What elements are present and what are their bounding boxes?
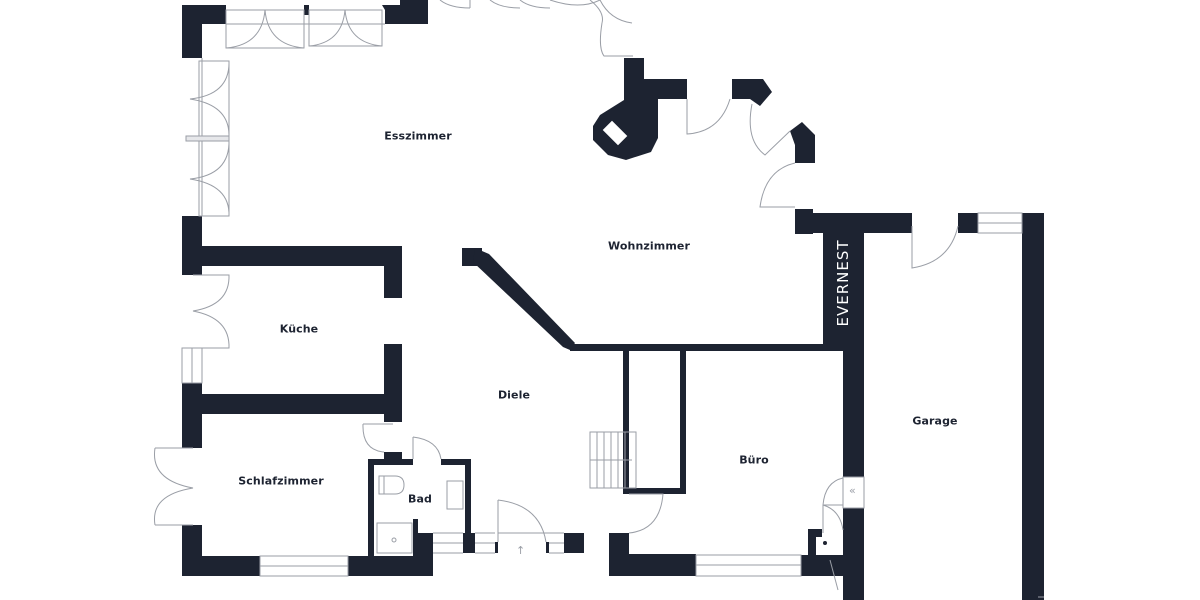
wall-bad-right — [465, 459, 471, 539]
room-label-buero: Büro — [739, 453, 769, 467]
wall-garage-top-right-post — [958, 213, 978, 233]
doors-windows — [153, 0, 1044, 598]
wall-bad-bottom-block — [413, 533, 433, 576]
wall-buero-bottom-right — [801, 529, 850, 576]
room-label-diele: Diele — [497, 388, 531, 402]
wall-esszimmer-kueche — [182, 246, 402, 266]
entrance-arrow-icon: ↑ — [516, 544, 526, 557]
wall-garage-left-upper — [843, 213, 864, 477]
wall-stair-bottom — [623, 488, 686, 494]
wall-garage-right — [1022, 213, 1044, 600]
wall-top-right-block — [400, 0, 428, 24]
wall-entrance-block — [564, 533, 584, 553]
wall-stair-left — [623, 351, 629, 494]
wall-kueche-right-upper — [384, 246, 402, 298]
wall-stair-right — [680, 351, 686, 494]
wall-bad-top-right — [441, 459, 471, 465]
wall-fireplace — [593, 58, 687, 160]
room-label-garage: Garage — [912, 414, 958, 428]
wall-bad-inner — [413, 519, 418, 539]
wall-bad-door-post — [463, 533, 475, 553]
garage-door-arrows-icon: « — [849, 484, 856, 497]
wall-bay-1 — [732, 79, 772, 106]
room-label-schlafzimmer: Schlafzimmer — [238, 474, 324, 488]
brand-watermark: EVERNEST — [834, 239, 852, 327]
wall-kueche-schlafzimmer — [182, 394, 402, 414]
wall-top-left-corner — [182, 5, 226, 58]
wall-buero-bottom-left — [609, 533, 696, 576]
wall-bad-top-post — [384, 452, 402, 465]
wall-left-upper — [182, 216, 202, 275]
lamp-dot — [823, 541, 827, 545]
wall-bottom-bad — [348, 556, 433, 576]
room-label-wohnzimmer: Wohnzimmer — [608, 239, 690, 253]
wall-entrance-post-right — [546, 542, 549, 553]
wall-bottom-left — [182, 556, 260, 576]
wall-bad-left — [368, 459, 374, 556]
room-label-kueche: Küche — [279, 322, 319, 336]
room-label-esszimmer: Esszimmer — [384, 129, 452, 143]
fixtures — [823, 541, 827, 545]
wall-top-mid-post — [304, 5, 309, 15]
walls — [182, 0, 1044, 600]
wall-garage-left-lower — [843, 508, 864, 600]
wall-left-kueche-lower — [182, 383, 202, 448]
room-label-bad: Bad — [408, 492, 432, 506]
fireplace-insert — [601, 119, 629, 147]
wall-diagonal — [473, 248, 575, 350]
wall-entrance-post-left — [495, 542, 498, 553]
wall-wohnzimmer-buero — [570, 344, 852, 351]
wall-bay-2 — [790, 122, 815, 163]
